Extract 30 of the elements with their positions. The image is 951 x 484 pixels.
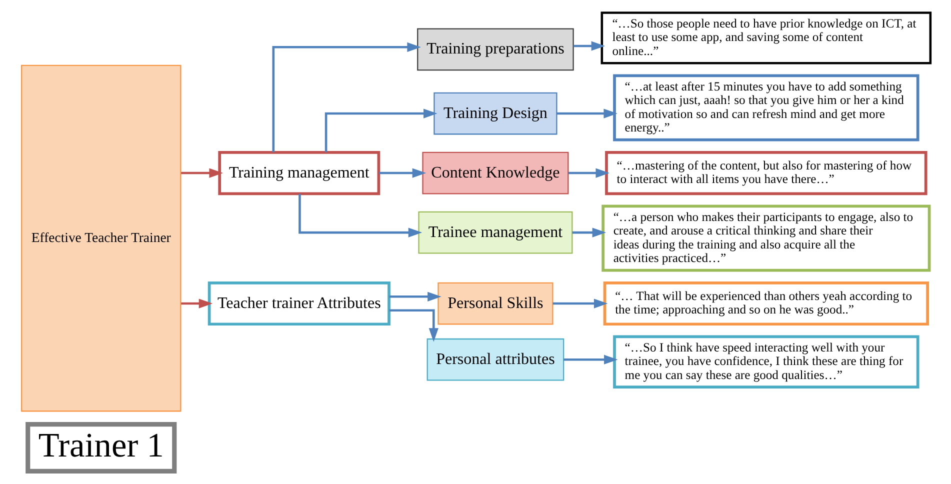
- arrow: [180, 168, 222, 178]
- node-box: Training preparations: [416, 28, 574, 71]
- arrow: [378, 168, 426, 178]
- node-box: “…So those people need to have prior knowledge on ICT, at least to use some app, and saving some of content online...”: [600, 12, 932, 64]
- node-box: Content Knowledge: [422, 152, 568, 194]
- arrow: [572, 41, 605, 51]
- arrow: [572, 228, 606, 238]
- node-box: Trainer 1: [25, 422, 176, 474]
- node-box: Training management: [218, 151, 380, 196]
- arrow: [298, 194, 422, 238]
- arrow: [568, 168, 609, 178]
- arrow: [552, 298, 608, 308]
- node-box: Teacher trainer Attributes: [207, 282, 390, 326]
- node-box: Personal attributes: [426, 338, 564, 381]
- arrow: [388, 309, 438, 342]
- node-box: “…a person who makes their participants to engage, also to create, and arouse a critical thinking and share their ideas during the training and also acquire all the activities practiced…”: [601, 204, 930, 272]
- arrow: [556, 108, 617, 118]
- arrow: [272, 42, 420, 152]
- node-box: “…mastering of the content, but also for mastering of how to interact with all items you have there…”: [604, 151, 927, 196]
- node-box: Personal Skills: [437, 282, 553, 325]
- arrow: [324, 108, 437, 152]
- node-box: “…So I think have speed interacting well with your trainee, you have confidence, I think these are thing for me you can say these are good qualities…”: [612, 335, 919, 389]
- node-box: “… That will be experienced than others yeah according to the time; approaching and so on he was good..”: [602, 282, 928, 326]
- arrow: [388, 292, 441, 302]
- node-box: “…at least after 15 minutes you have to add something which can just, aaah! so that you give him or her a kind of motivation so and can refresh mind and get more energy..”: [612, 74, 919, 142]
- arrow: [563, 354, 618, 364]
- arrow: [180, 298, 212, 308]
- node-box: Trainee management: [418, 211, 572, 254]
- node-box: Effective Teacher Trainer: [20, 64, 181, 412]
- node-box: Training Design: [433, 92, 557, 135]
